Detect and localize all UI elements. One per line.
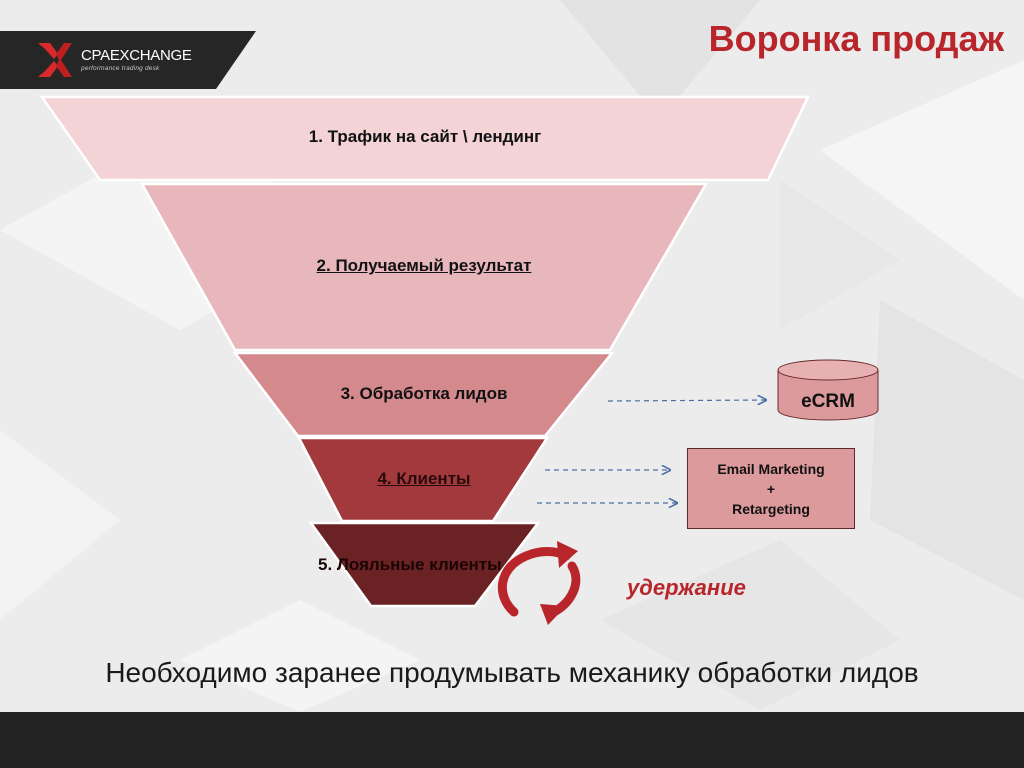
- logo-text: CPAEXCHANGE: [81, 47, 192, 64]
- stage-label-4: 4. Клиенты: [377, 469, 471, 488]
- email-retargeting-box: Email Marketing + Retargeting: [687, 448, 855, 529]
- page-title: Воронка продаж: [708, 18, 1004, 59]
- funnel-stage-5: [308, 521, 541, 608]
- retargeting-label: Retargeting: [732, 500, 810, 517]
- stage-label-1: 1. Трафик на сайт \ лендинг: [308, 127, 542, 146]
- logo-bar: [0, 31, 256, 89]
- retention-arrowhead-1: [557, 541, 578, 568]
- retention-arrowhead-2: [540, 604, 566, 625]
- funnel-stage-1: [39, 95, 810, 182]
- plus-label: +: [766, 480, 776, 497]
- footer-bar: [0, 712, 1024, 768]
- email-marketing-label: Email Marketing: [717, 460, 825, 477]
- retention-label: удержание: [627, 575, 746, 600]
- arrow-to-ecrm: [607, 400, 766, 401]
- funnel-stage-4: [296, 436, 550, 523]
- slide-caption: Необходимо заранее продумывать механику …: [105, 657, 919, 688]
- funnel-stage-2: [139, 182, 709, 352]
- ecrm-database-icon: [777, 359, 879, 421]
- funnel-stage-3: [232, 351, 615, 438]
- ecrm-label: eCRM: [801, 391, 855, 412]
- stage-label-5: 5. Лояльные клиенты: [318, 555, 502, 574]
- logo-tagline: performance trading desk: [81, 65, 160, 72]
- stage-label-2: 2. Получаемый результат: [316, 256, 532, 275]
- stage-label-3: 3. Обработка лидов: [340, 384, 508, 403]
